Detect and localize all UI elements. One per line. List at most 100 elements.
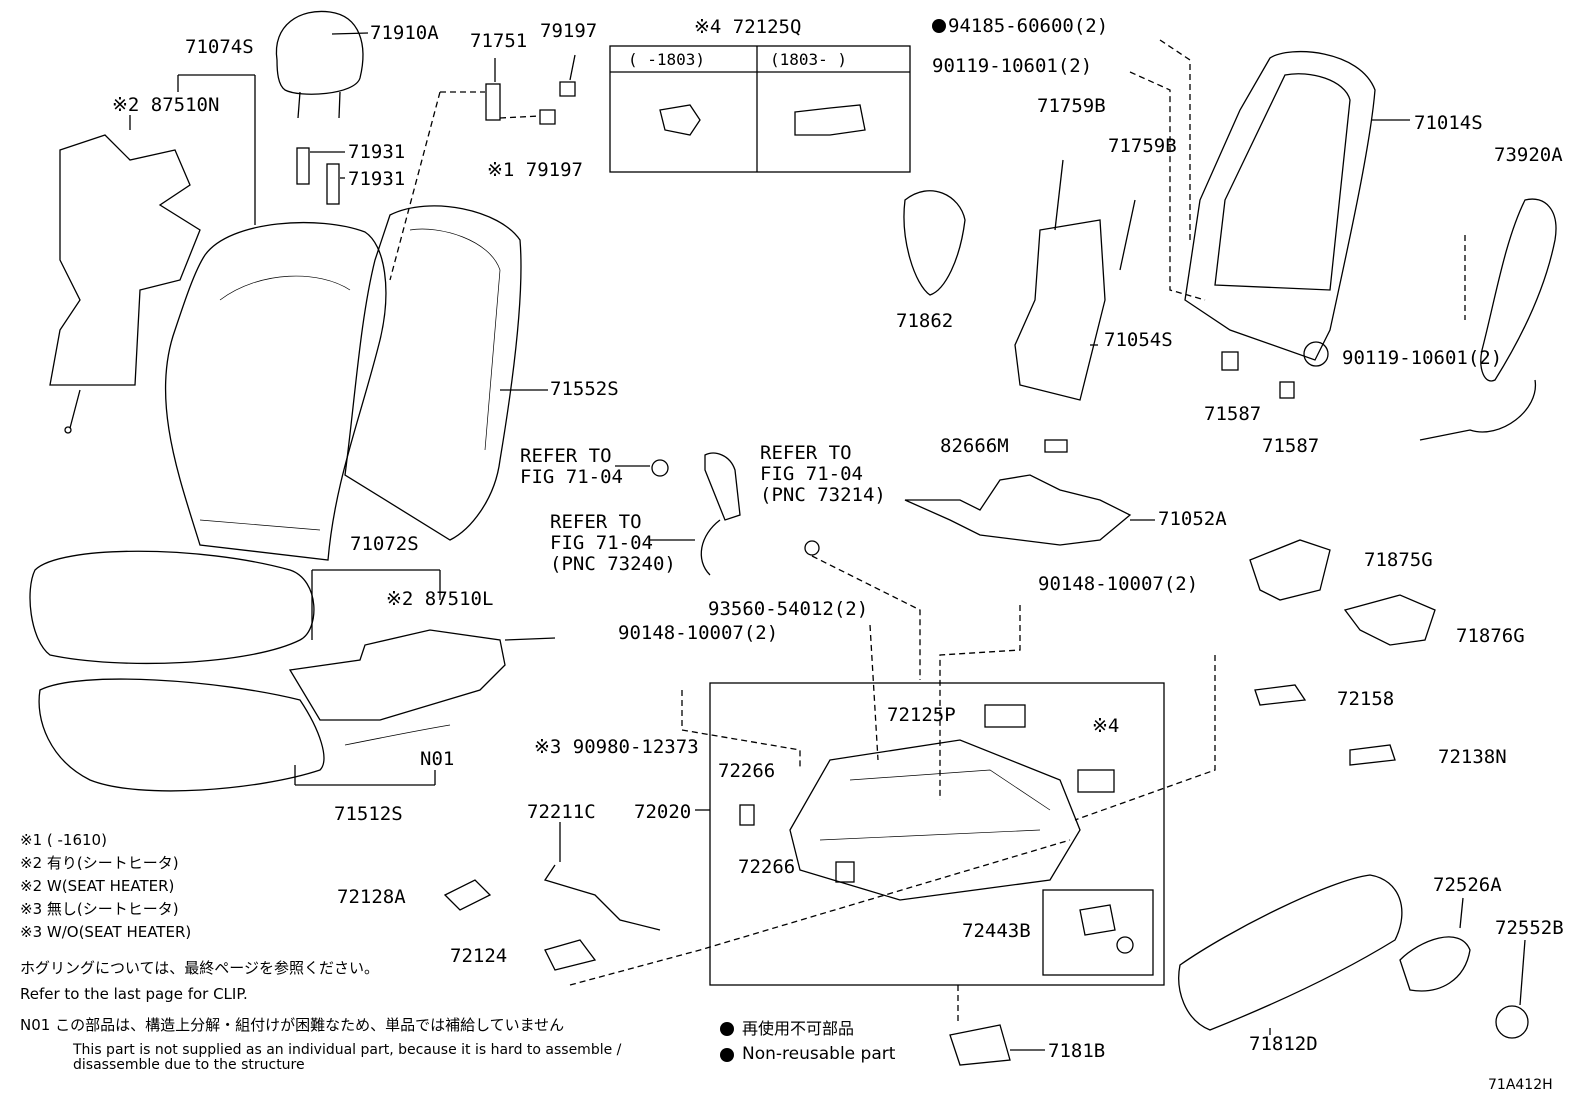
label-ast4: ※4	[1092, 715, 1120, 737]
side-shield	[1178, 874, 1529, 1039]
bracket-71751	[389, 54, 576, 281]
label-72138n: 72138N	[1438, 746, 1507, 768]
label-73920a: 73920A	[1494, 144, 1563, 166]
cover-71862	[903, 190, 966, 296]
label-71014s: 71014S	[1414, 112, 1483, 134]
label-71759b-2: 71759B	[1108, 135, 1177, 157]
box-col1-header: ( -1803)	[628, 50, 706, 69]
box-col2-header: (1803- )	[770, 50, 848, 69]
note-10: disassemble due to the structure	[73, 1057, 305, 1073]
refer-line: FIG 71-04	[760, 463, 863, 485]
refer-line: (PNC 73214)	[760, 484, 886, 506]
label-72158: 72158	[1337, 688, 1395, 710]
label-90119-2: 90119-10601(2)	[1342, 347, 1503, 369]
label-71512s: 71512S	[334, 803, 403, 825]
seatback-pad	[344, 205, 548, 541]
label-71876g: 71876G	[1456, 625, 1525, 647]
seat-adjuster-box	[681, 605, 1165, 986]
label-90119-1: 90119-10601(2)	[932, 55, 1093, 77]
label-79197: 79197	[540, 20, 598, 42]
note-6: ホグリングについては、最終ページを参照ください。	[20, 959, 379, 977]
covers-72128a-72124	[443, 839, 1071, 986]
label-71759b-1: 71759B	[1037, 95, 1106, 117]
refer-label-3: REFER TO FIG 71-04 (PNC 73240)	[550, 512, 676, 575]
seatback-heater	[49, 115, 201, 434]
note-2: ※2 有り(シートヒータ)	[20, 854, 179, 872]
note-3: ※2 W(SEAT HEATER)	[20, 877, 175, 895]
label-7181b: 7181B	[1048, 1040, 1106, 1062]
refer-line: FIG 71-04	[550, 532, 653, 554]
refer-label-1: REFER TO FIG 71-04	[520, 446, 623, 488]
label-79197-ast1: ※1 79197	[487, 159, 583, 181]
refer-line: FIG 71-04	[520, 466, 623, 488]
label-71931-1: 71931	[348, 141, 406, 163]
label-71072s: 71072S	[350, 533, 419, 555]
label-71812d: 71812D	[1249, 1033, 1318, 1055]
refer-line: (PNC 73240)	[550, 553, 676, 575]
label-87510n: ※2 87510N	[112, 94, 220, 116]
diagram-code: 71A412H	[1488, 1077, 1553, 1093]
non-reusable-bullet-icon	[932, 19, 946, 33]
legend-en: Non-reusable part	[742, 1044, 896, 1064]
label-72443b: 72443B	[962, 920, 1031, 942]
belt-buckle	[615, 452, 921, 680]
label-n01: N01	[420, 748, 455, 770]
label-72211c: 72211C	[527, 801, 596, 823]
clips-71587	[1221, 351, 1295, 399]
label-71552s: 71552S	[550, 378, 619, 400]
label-71862: 71862	[896, 310, 954, 332]
seat-cushion	[29, 550, 441, 792]
label-94185: 94185-60600(2)	[948, 15, 1109, 37]
label-71587-2: 71587	[1262, 435, 1320, 457]
seatback-frame	[1129, 39, 1410, 367]
legend-bullet-icon-1	[720, 1022, 734, 1036]
lumbar-support-71054s	[1014, 159, 1136, 401]
label-72128a: 72128A	[337, 886, 406, 908]
note-5: ※3 W/O(SEAT HEATER)	[20, 923, 192, 941]
seatback-cover	[164, 74, 387, 561]
note-1: ※1 ( -1610)	[20, 831, 107, 849]
wire-72211c	[543, 822, 661, 931]
label-71054s: 71054S	[1104, 329, 1173, 351]
refer-line: REFER TO	[520, 445, 612, 467]
label-90980: ※3 90980-12373	[534, 736, 699, 758]
refer-line: REFER TO	[550, 511, 642, 533]
note-8: N01 この部品は、構造上分解・組付けが困難なため、単品では補給していません	[20, 1016, 565, 1034]
label-71931-2: 71931	[348, 168, 406, 190]
label-72125q: ※4 72125Q	[694, 16, 802, 38]
bracket-7181b	[949, 985, 1045, 1066]
side-airbag-73920a	[1419, 198, 1557, 441]
label-87510l: ※2 87510L	[386, 588, 494, 610]
legend-jp: 再使用不可部品	[742, 1019, 855, 1038]
label-71875g: 71875G	[1364, 549, 1433, 571]
label-90148-1: 90148-10007(2)	[1038, 573, 1199, 595]
label-72266-2: 72266	[738, 856, 796, 878]
label-72125p: 72125P	[887, 704, 956, 726]
refer-line: REFER TO	[760, 442, 852, 464]
label-71910a: 71910A	[370, 22, 439, 44]
wire-harness-71052a	[904, 439, 1155, 546]
legend-bullet-icon-2	[720, 1048, 734, 1062]
guide-pins	[296, 147, 345, 205]
note-9: This part is not supplied as an individu…	[73, 1042, 622, 1058]
label-72020: 72020	[634, 801, 692, 823]
headrest-drawing	[275, 10, 369, 119]
note-7: Refer to the last page for CLIP.	[20, 985, 248, 1003]
label-72552b: 72552B	[1495, 917, 1564, 939]
cushion-heater	[288, 629, 556, 746]
label-72266-1: 72266	[718, 760, 776, 782]
label-71751: 71751	[470, 30, 528, 52]
label-71074s: 71074S	[185, 36, 254, 58]
label-71587-1: 71587	[1204, 403, 1262, 425]
box-72125q	[609, 45, 911, 173]
label-93560: 93560-54012(2)	[708, 598, 869, 620]
label-82666m: 82666M	[940, 435, 1009, 457]
small-covers	[1074, 539, 1436, 821]
refer-label-2: REFER TO FIG 71-04 (PNC 73214)	[760, 443, 886, 506]
label-72124: 72124	[450, 945, 508, 967]
label-72526a: 72526A	[1433, 874, 1502, 896]
label-71052a: 71052A	[1158, 508, 1227, 530]
note-4: ※3 無し(シートヒータ)	[20, 900, 179, 918]
label-90148-2: 90148-10007(2)	[618, 622, 779, 644]
